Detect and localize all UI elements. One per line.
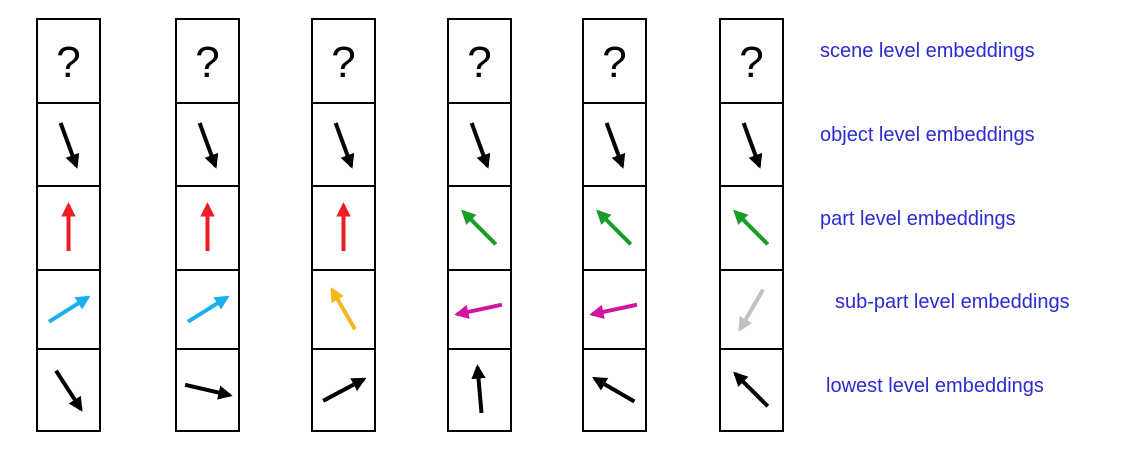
cell-part (36, 185, 101, 271)
unknown-scene-symbol: ? (195, 38, 219, 87)
label-object-level: object level embeddings (820, 124, 1035, 146)
column-3: ? (311, 18, 376, 432)
label-part-level: part level embeddings (820, 208, 1016, 230)
magenta-arrow-subpart (454, 302, 503, 319)
black-arrow-object (197, 122, 219, 169)
black-arrow-lowest (322, 377, 367, 403)
column-1: ? (36, 18, 101, 432)
unknown-scene-symbol: ? (56, 38, 80, 87)
green-arrow-part (596, 209, 633, 246)
black-arrow-object (333, 122, 355, 169)
column-5: ? (582, 18, 647, 432)
black-arrow-lowest (471, 364, 486, 414)
black-arrow-object (469, 122, 491, 169)
gray-arrow-subpart (738, 288, 765, 332)
black-arrow-object (58, 122, 80, 169)
cyan-arrow-subpart (47, 295, 91, 324)
column-4: ? (447, 18, 512, 432)
label-scene-level: scene level embeddings (820, 40, 1035, 62)
magenta-arrow-subpart (589, 302, 638, 319)
label-lowest-level: lowest level embeddings (826, 375, 1044, 397)
black-arrow-object (604, 122, 626, 169)
unknown-scene-symbol: ? (467, 38, 491, 87)
black-arrow-lowest (733, 371, 770, 408)
cell-scene (447, 18, 512, 104)
unknown-scene-symbol: ? (602, 38, 626, 87)
column-2: ? (175, 18, 240, 432)
black-arrow-lowest (592, 376, 636, 404)
cell-scene (719, 18, 784, 104)
black-arrow-lowest (184, 382, 233, 400)
cell-scene (582, 18, 647, 104)
green-arrow-part (461, 209, 498, 246)
black-arrow-object (741, 122, 763, 169)
yellow-arrow-subpart (330, 287, 357, 331)
unknown-scene-symbol: ? (331, 38, 355, 87)
unknown-scene-symbol: ? (739, 38, 763, 87)
label-subpart-level: sub-part level embeddings (835, 291, 1070, 313)
cell-scene (36, 18, 101, 104)
cell-scene (175, 18, 240, 104)
cyan-arrow-subpart (186, 295, 230, 324)
black-arrow-lowest (54, 369, 83, 412)
column-6: ? (719, 18, 784, 432)
cell-scene (311, 18, 376, 104)
green-arrow-part (733, 209, 770, 246)
